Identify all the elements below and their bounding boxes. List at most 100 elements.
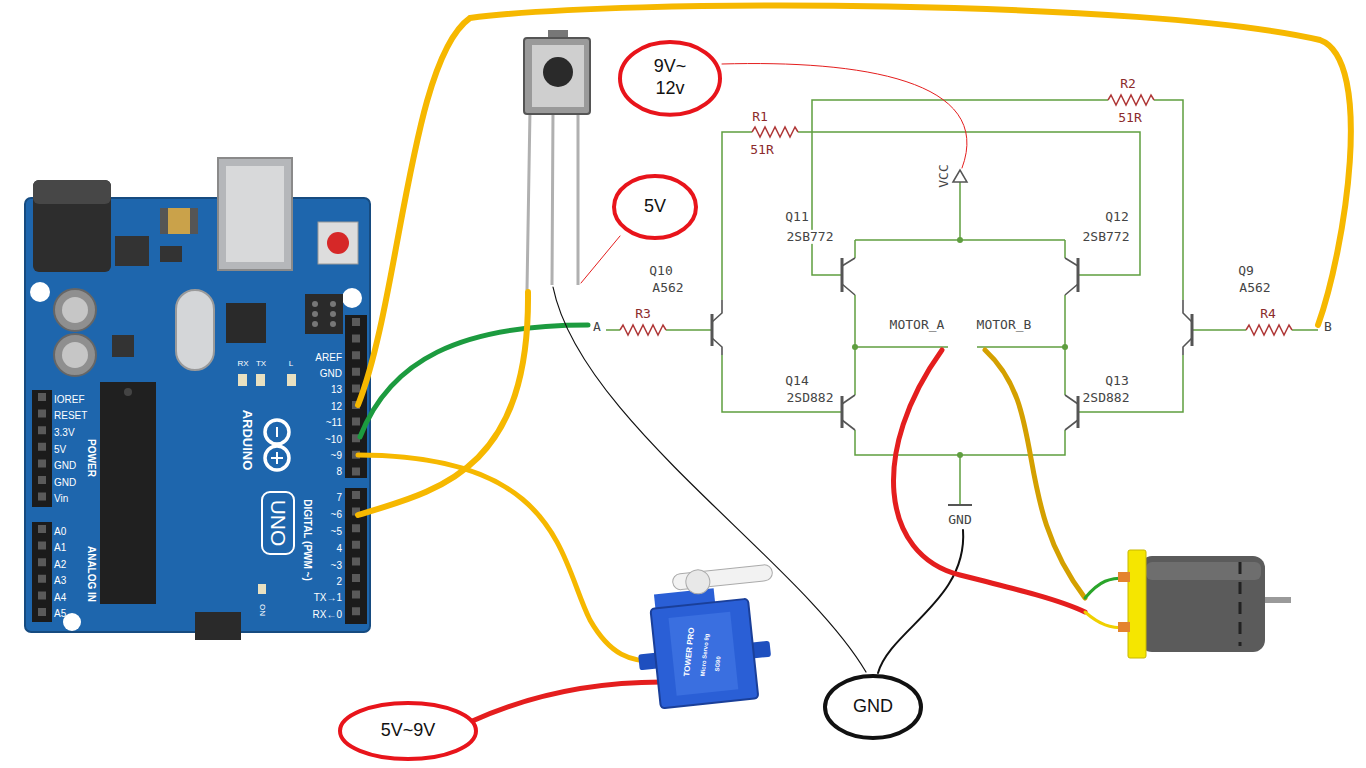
board-heading: UNO	[266, 500, 289, 547]
pin-label: GND	[54, 460, 76, 471]
junction-dot	[1062, 344, 1068, 350]
vcc-symbol	[953, 170, 967, 182]
callout-ellipse: 5V	[612, 174, 698, 240]
ground-symbol	[948, 504, 972, 506]
arduino-board	[218, 158, 292, 270]
dc-motor	[1146, 562, 1261, 580]
callout-body: 5V	[644, 196, 666, 218]
wire	[358, 6, 1351, 405]
transistor-symbol	[712, 258, 1192, 430]
transistor-symbol	[1077, 258, 1080, 292]
servo-print: TOWER PRO	[683, 627, 697, 677]
schematic-label: R1	[751, 110, 769, 124]
dc-motor	[1118, 622, 1130, 632]
transistor-symbol	[1191, 314, 1194, 346]
arduino-board	[33, 180, 111, 204]
arduino-board	[312, 321, 318, 327]
callout-ellipse: GND	[823, 674, 923, 740]
schematic-wire	[812, 100, 1108, 275]
schematic-label: A	[592, 320, 602, 334]
arduino-board	[160, 208, 168, 234]
schematic-label: 51R	[749, 143, 774, 157]
pin-label: ~6	[331, 509, 342, 520]
pin-label: GND	[320, 368, 342, 379]
callout-text: GND	[853, 696, 893, 718]
schematic-wire	[1192, 329, 1246, 331]
wire	[358, 6, 1351, 722]
junction-dot	[957, 237, 963, 243]
arduino-board	[32, 522, 52, 622]
schematic-label: 51R	[1117, 111, 1142, 125]
schematic-label: Q11	[784, 210, 809, 224]
pin-label: 12	[331, 401, 342, 412]
board-marking: TX	[256, 360, 266, 369]
transistor-symbol	[842, 258, 855, 295]
dc-motor	[1128, 550, 1146, 658]
ellipse-outline	[825, 676, 921, 738]
schematic-label: A562	[1238, 281, 1271, 295]
arduino-board	[262, 492, 294, 554]
servo-print: SG90	[714, 656, 722, 672]
pin-label: ~10	[325, 434, 342, 445]
arduino-board	[345, 488, 367, 624]
arduino-board	[33, 180, 111, 272]
arduino-board	[327, 232, 349, 254]
arduino-board	[195, 612, 241, 640]
pin-label: ~11	[326, 417, 342, 428]
schematic-label: R4	[1259, 307, 1277, 321]
arduino-board	[115, 236, 149, 266]
board-heading: ARDUINO	[240, 410, 254, 471]
callout-body: 5V~9V	[381, 720, 436, 742]
schematic-wire	[722, 132, 752, 300]
callout-text: 5V	[644, 196, 666, 218]
dc-motor	[1140, 556, 1265, 652]
pin-label: 7	[336, 492, 342, 503]
board-marking: RX	[237, 360, 248, 369]
schematic-label: Q9	[1237, 264, 1255, 278]
arduino-board	[38, 525, 46, 620]
pin-label: A5	[54, 608, 66, 619]
callout-ellipse: 9V~ 12v	[618, 40, 722, 117]
board-heading: ANALOG IN	[86, 546, 97, 602]
schematic-wire	[854, 240, 856, 258]
schematic-label: VCC	[937, 163, 951, 188]
callout-text: 9V~ 12v	[647, 56, 693, 99]
arduino-board	[54, 334, 96, 376]
wire	[358, 455, 660, 662]
servo-print: Micro Servo 9g	[699, 633, 710, 676]
pin-label: 8	[336, 466, 342, 477]
wire	[581, 236, 620, 283]
board-heading: POWER	[86, 439, 97, 477]
arduino-board	[124, 388, 132, 396]
schematic-wire	[1078, 355, 1183, 412]
arduino-board	[330, 311, 336, 317]
arduino-board	[352, 491, 360, 622]
pin-label: AREF	[315, 352, 342, 363]
schematic-label: Q14	[784, 374, 809, 388]
arduino-board	[190, 208, 198, 234]
arduino-board	[62, 342, 88, 368]
wire	[722, 64, 967, 168]
board-marking: L	[289, 360, 293, 369]
servo-motor	[650, 599, 758, 709]
transistor-symbol	[1065, 258, 1078, 295]
schematic-label: R3	[634, 307, 652, 321]
callout-ellipse: 5V~9V	[338, 701, 478, 761]
arduino-board	[38, 393, 46, 505]
schematic-wire	[977, 346, 1065, 348]
board-marking: ON	[258, 604, 267, 616]
schematic-label: MOTOR_B	[976, 318, 1033, 332]
transistor-symbol	[841, 396, 844, 428]
arduino-board	[226, 166, 284, 262]
schematic-label: Q12	[1104, 210, 1129, 224]
dc-motor	[1265, 597, 1291, 603]
servo-motor	[668, 612, 738, 696]
schematic-wire	[798, 132, 1140, 275]
arduino-board	[312, 301, 318, 307]
junction-dot	[957, 452, 963, 458]
pin-label: RX←0	[313, 609, 342, 620]
resistor-symbol	[620, 325, 666, 335]
schematic-wire	[1292, 329, 1318, 331]
pin-label: RESET	[54, 410, 87, 421]
